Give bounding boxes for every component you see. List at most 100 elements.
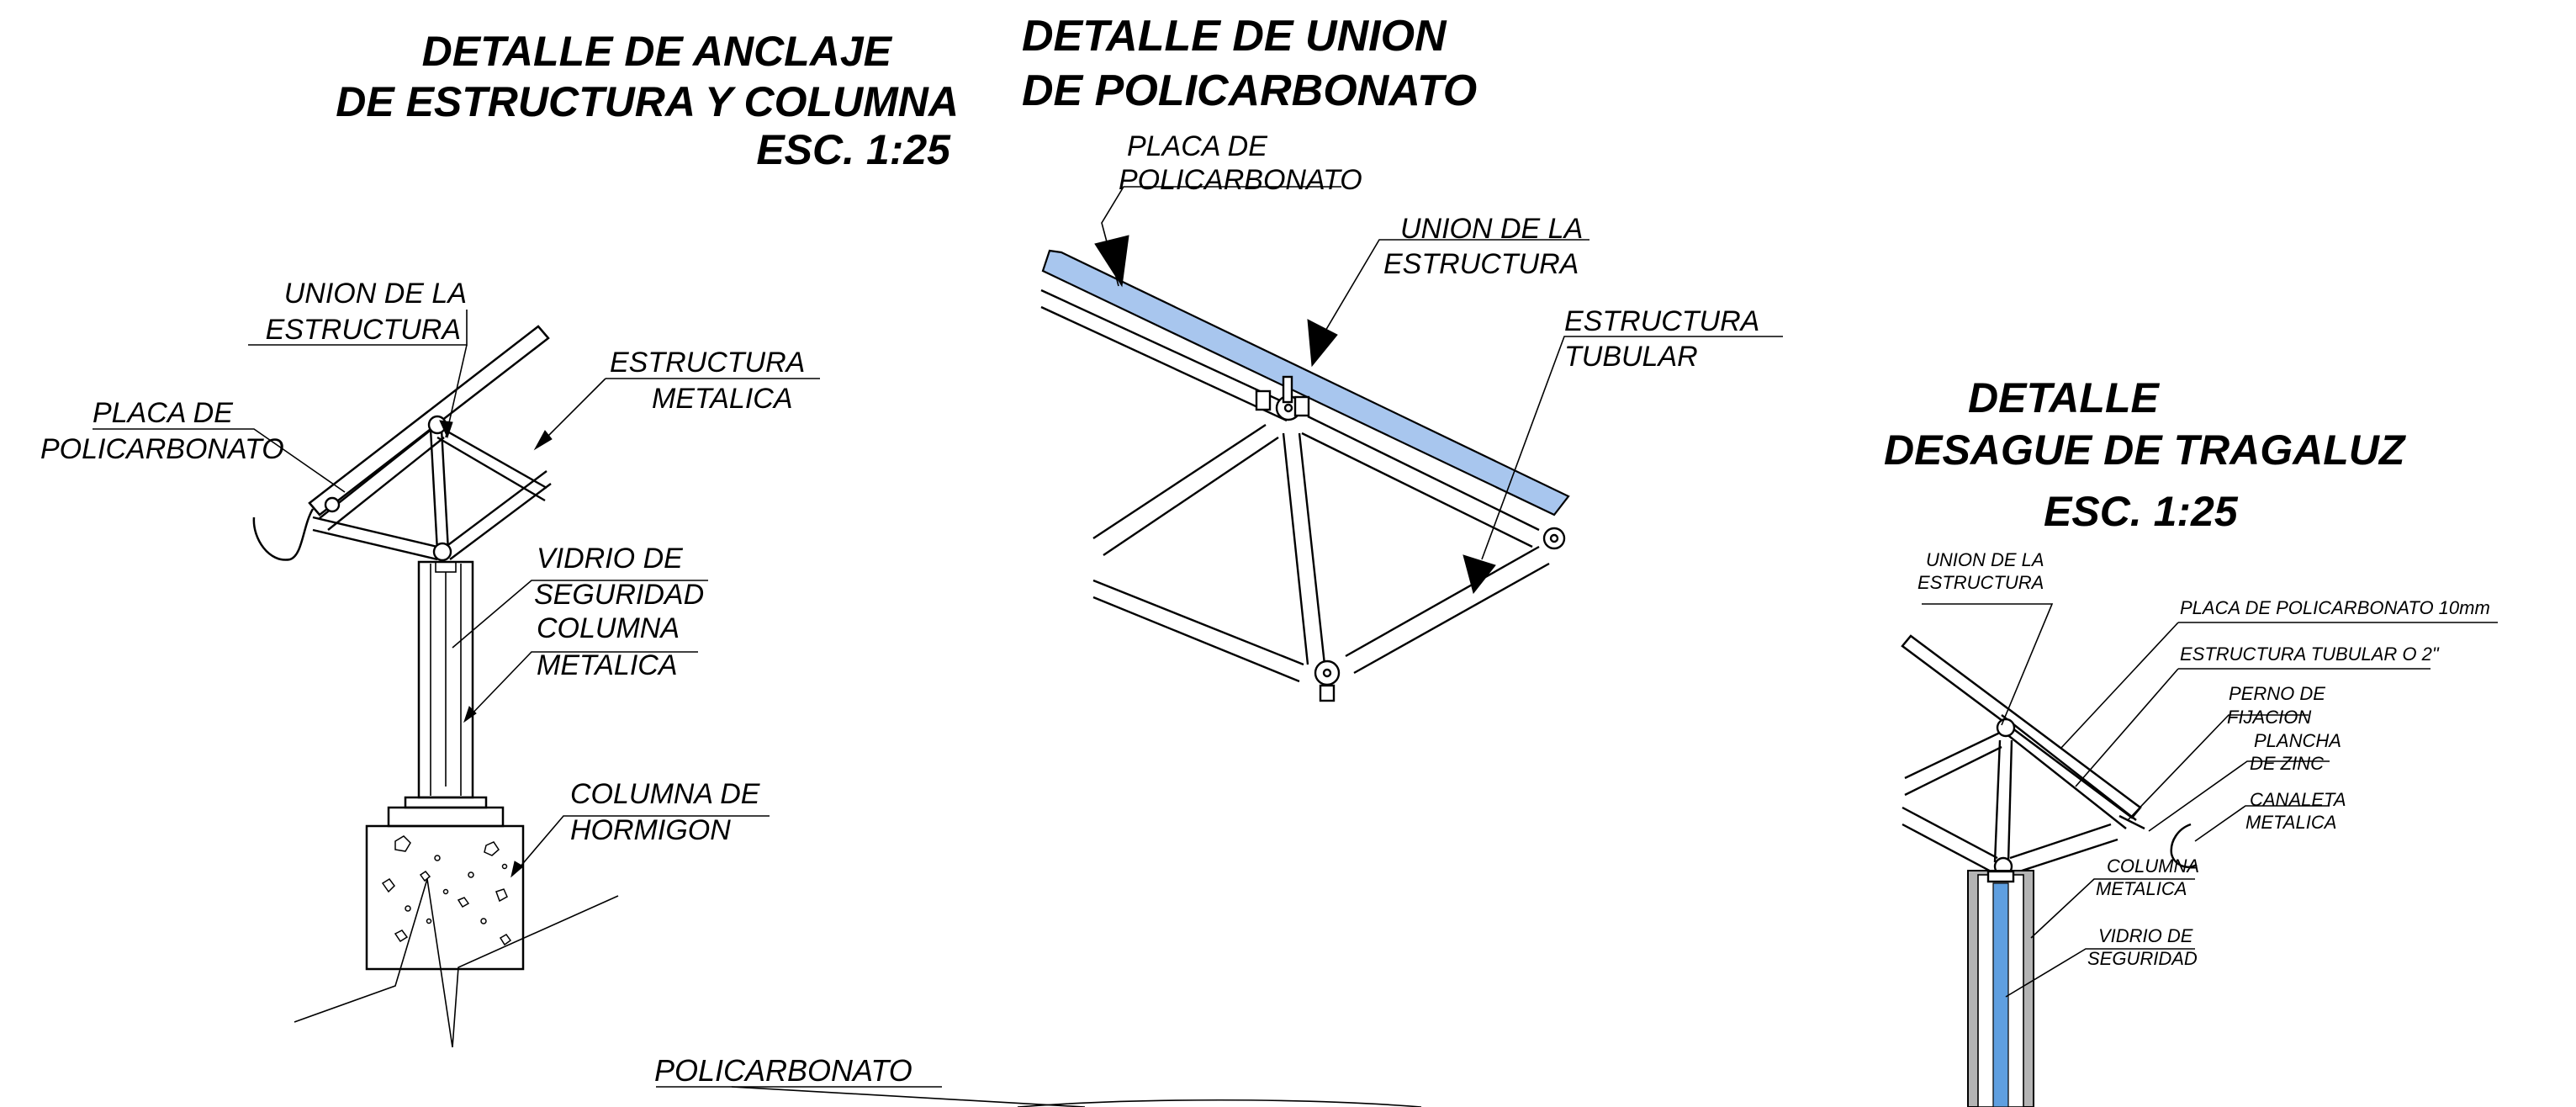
desague-label-columna-2: METALICA [2096,878,2187,899]
desague-top-chord-2 [2001,729,2127,829]
union-title-line2: DE POLICARBONATO [1022,66,1477,115]
anclaje-break-line [294,878,619,1048]
desague-columna-leader [2030,878,2195,939]
anclaje-diag-2 [436,436,546,502]
desague-label-placa: PLACA DE POLICARBONATO 10mm [2180,597,2490,618]
desague-zinc [2118,814,2145,830]
union-diag-left-2 [1103,437,1279,556]
desague-union-leader [1922,603,2054,726]
anclaje-label-vidrio-1: VIDRIO DE [537,543,683,575]
union-title-line1: DETALLE DE UNION [1022,12,1447,61]
desague-perno-leader [2127,714,2309,821]
desague-diag-2 [2013,838,2118,875]
anclaje-scale: ESC. 1:25 [756,126,951,173]
desague-glass [1992,882,2009,1107]
union-lower-chord [1092,579,1304,666]
anclaje-label-placa-1: PLACA DE [93,397,233,429]
desague-label-canaleta-1: CANALETA [2250,789,2346,810]
union-diag-right [1345,545,1540,658]
union-union-leader [1321,239,1590,337]
union-detail: PLACA DE POLICARBONATO UNION DE LA ESTRU… [1040,130,1783,702]
union-tubular-leader [1481,336,1783,560]
union-top-chord [1040,289,1292,407]
desague-lower-chord [1902,806,1998,860]
anclaje-hormigon-arrow [510,861,524,878]
desague-tubular-leader [2075,668,2179,787]
union-connector [1282,375,1293,404]
anclaje-lower-2 [312,528,438,561]
desague-lower-chord-2 [1902,823,1998,877]
union-diag-left [1092,423,1267,540]
union-plate [1041,249,1570,516]
anclaje-hormigon-leader [514,815,770,874]
union-node-top-bolt [1283,403,1293,413]
bottom-detail: POLICARBONATO [654,1053,1422,1107]
anclaje-node-bottom [432,542,452,562]
anclaje-plate [308,325,550,516]
anclaje-label-union-2: ESTRUCTURA [266,314,461,346]
anclaje-lower-r [445,470,547,548]
union-web-2 [1298,432,1326,665]
desague-label-columna-1: COLUMNA [2107,855,2199,877]
desague-detail: UNION DE LA ESTRUCTURA PLACA DE POLICARB… [1901,549,2498,1107]
union-lower-chord-2 [1092,596,1300,683]
anclaje-title-line2: DE ESTRUCTURA Y COLUMNA [336,78,959,125]
desague-column-cap [1986,870,2015,883]
desague-left-chord-2 [1904,745,2002,797]
union-node-stub [1319,684,1336,702]
desague-label-plancha-1: PLANCHA [2254,730,2341,751]
union-top-chord-2 [1040,305,1288,422]
anclaje-chord-2 [327,437,445,531]
anclaje-aggregate [381,835,512,946]
desague-plate [1901,634,2142,819]
union-node-bottom-bolt [1322,668,1332,678]
union-clamp-left [1255,389,1272,411]
union-label-union-2: ESTRUCTURA [1383,248,1579,280]
anclaje-detail: UNION DE LA ESTRUCTURA PLACA DE POLICARB… [40,278,820,1048]
desague-gutter [2170,823,2198,868]
desague-diag [2009,823,2112,860]
desague-label-union-2: ESTRUCTURA [1917,572,2044,593]
union-label-union-1: UNION DE LA [1400,213,1583,245]
anclaje-estructura-leader [537,378,606,447]
union-label-placa-2: POLICARBONATO [1119,164,1362,196]
anclaje-estructura-arrow [533,430,553,451]
anclaje-union-arrow [439,420,453,439]
union-diag-right-2 [1353,562,1550,675]
anclaje-node-left [324,496,341,513]
anclaje-web-2 [440,428,450,552]
union-node-right-bolt [1549,533,1559,543]
union-placa-arrow [1094,235,1129,288]
anclaje-label-placa-2: POLICARBONATO [40,433,284,465]
desague-label-tubular: ESTRUCTURA TUBULAR O 2" [2180,644,2440,665]
union-placa-leader [1101,186,1341,287]
anclaje-placa-leader [93,428,346,493]
titles: DETALLE DE ANCLAJE DE ESTRUCTURA Y COLUM… [336,12,2407,535]
bottom-leader [731,1086,1086,1107]
desague-label-union-1: UNION DE LA [1926,549,2044,570]
anclaje-diag [435,423,547,490]
desague-label-plancha-2: DE ZINC [2250,753,2324,774]
anclaje-label-union-1: UNION DE LA [284,278,467,310]
anclaje-column-cap [435,561,457,573]
desague-title-line1: DETALLE [1968,374,2160,421]
union-label-tubular-2: TUBULAR [1564,341,1698,373]
anclaje-label-hormigon-2: HORMIGON [570,814,731,846]
anclaje-vidrio-leader [452,580,708,649]
union-web [1282,432,1309,665]
desague-label-canaleta-2: METALICA [2245,812,2336,833]
desague-node-top [1996,718,2016,738]
desague-top-chord [2001,714,2137,821]
anclaje-label-estructura-2: METALICA [652,383,793,415]
desague-plancha-leader [2148,760,2330,832]
desague-label-vidrio-2: SEGURIDAD [2087,948,2198,969]
desague-left-chord [1904,730,2002,780]
desague-canaleta-leader [2194,805,2330,842]
desague-label-perno-2: FIJACION [2227,707,2311,728]
union-top-chord-r [1307,415,1540,532]
union-label-placa-1: PLACA DE [1127,130,1267,162]
union-union-arrow [1307,319,1338,368]
anclaje-web [429,428,439,552]
desague-label-vidrio-1: VIDRIO DE [2098,925,2193,946]
desague-web-2 [2007,739,2013,863]
